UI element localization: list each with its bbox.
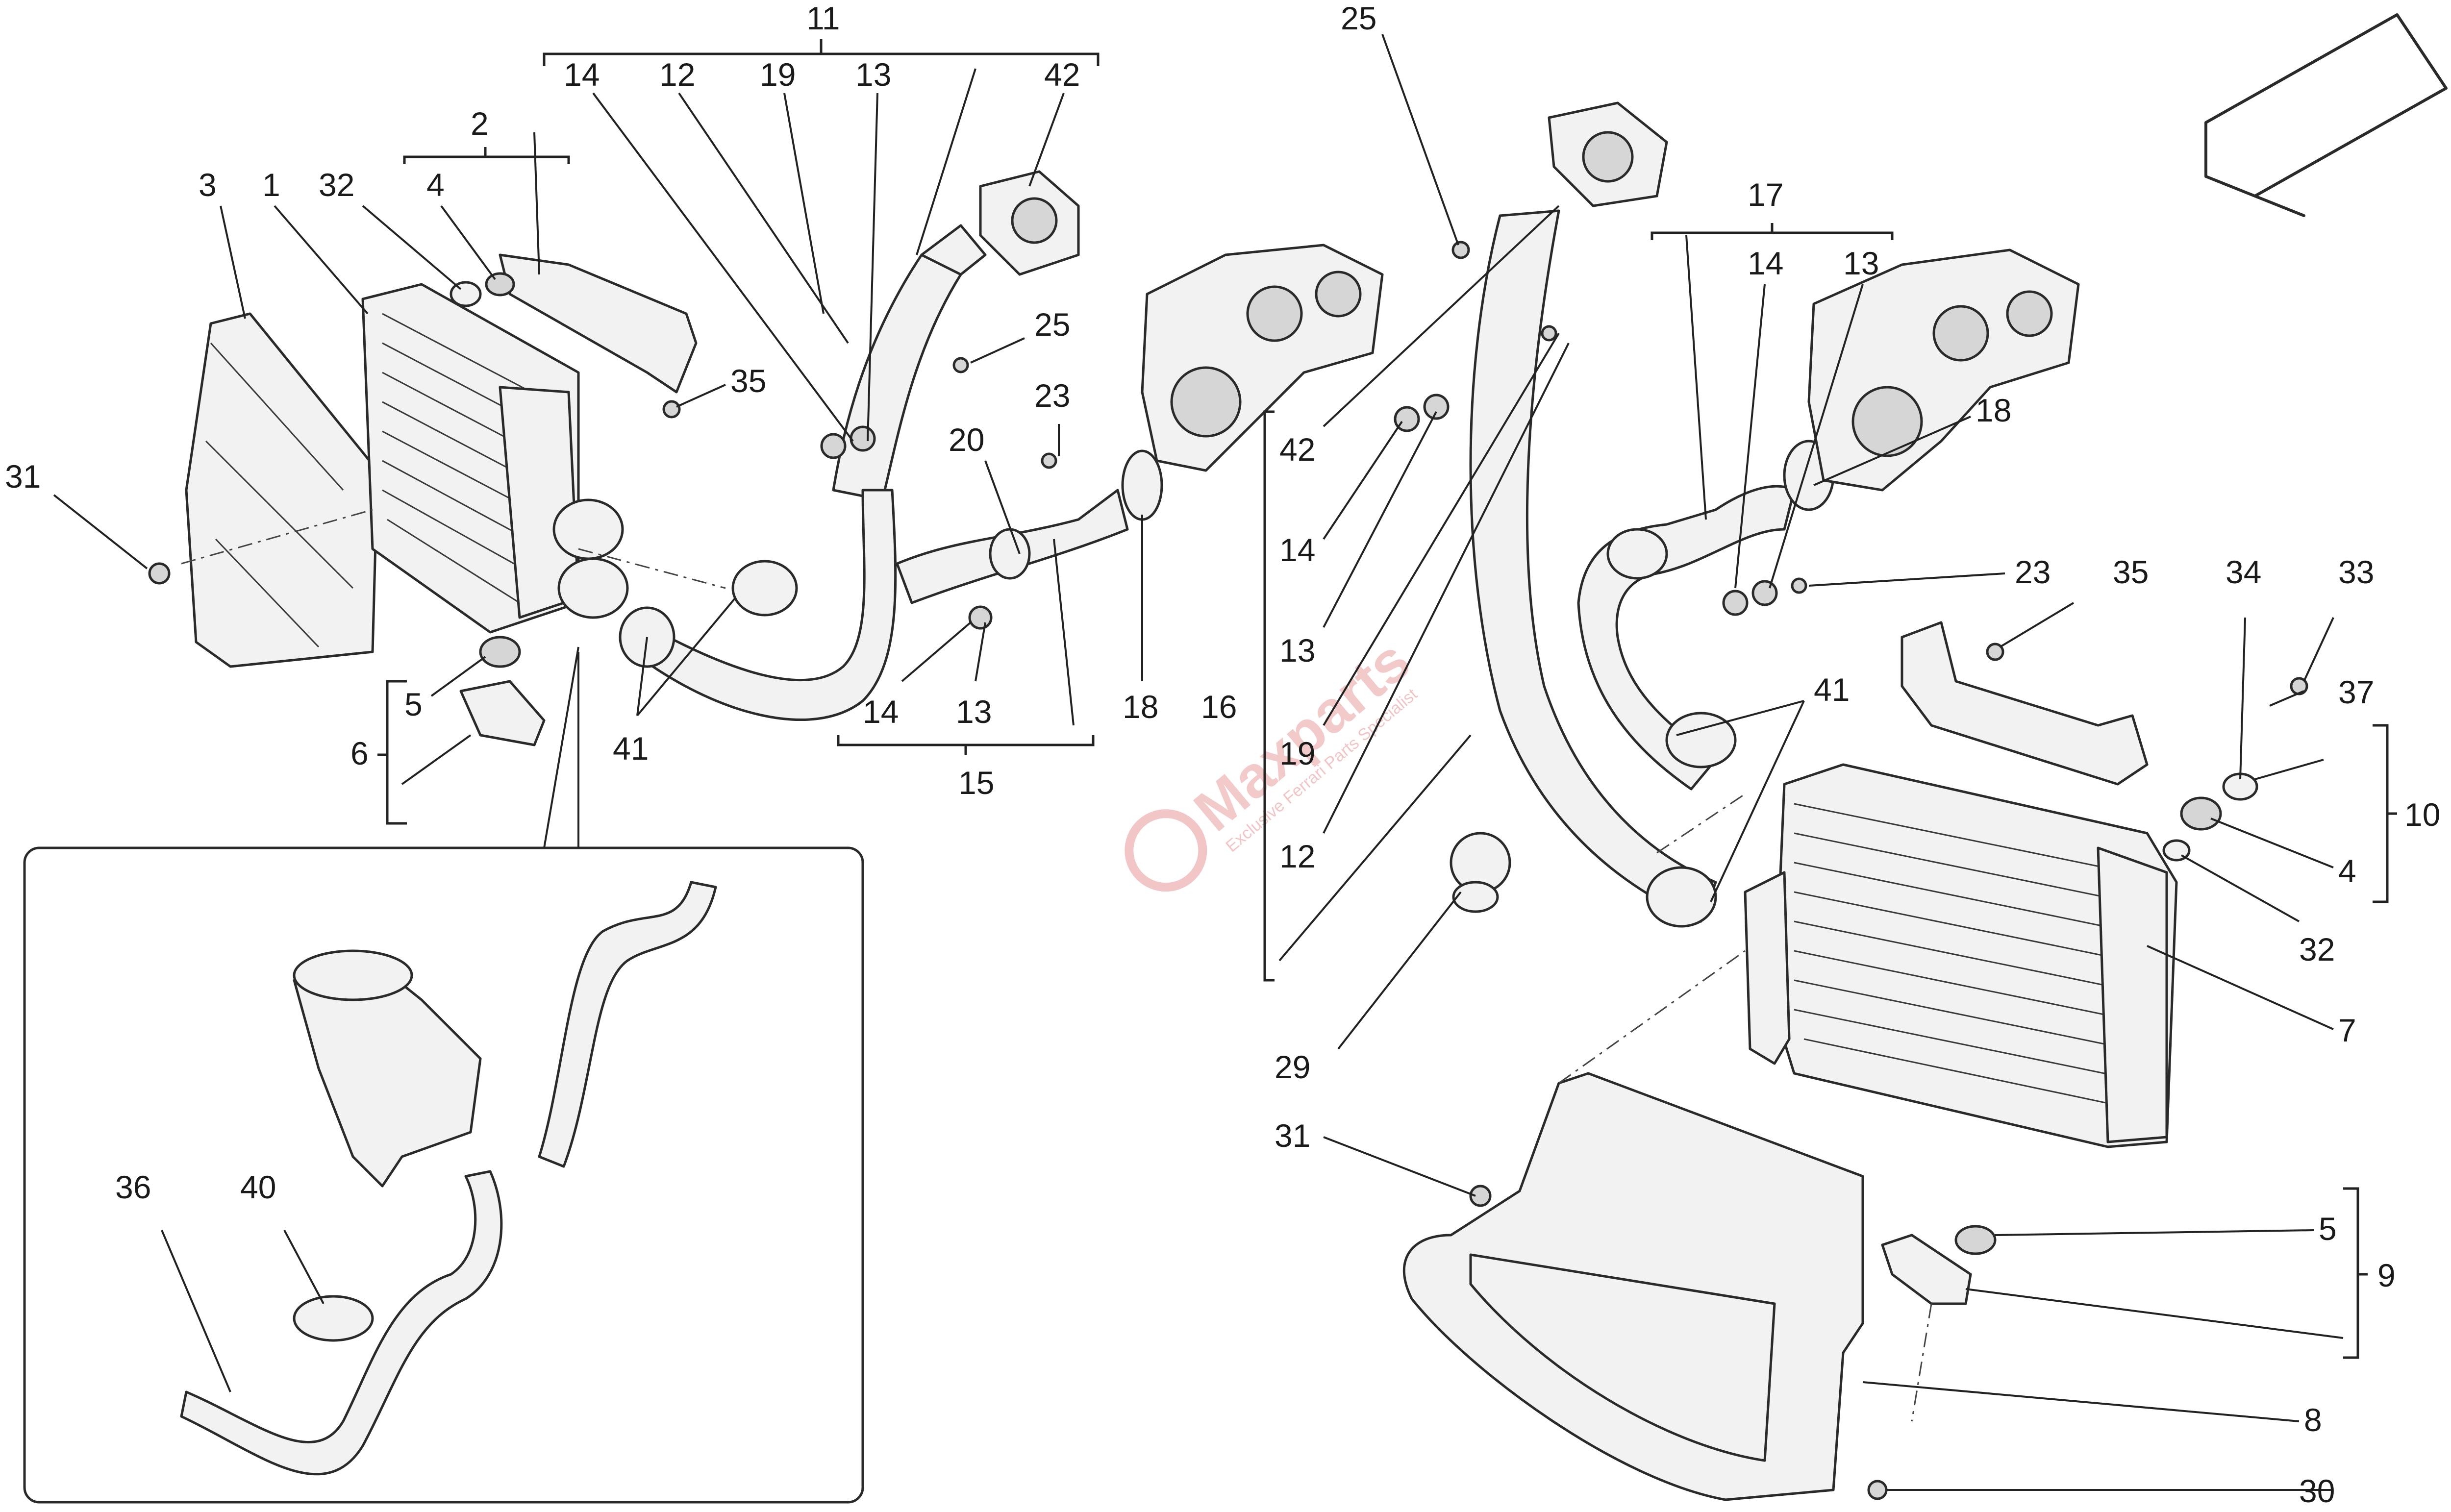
left-throttle-body (979, 170, 1080, 276)
callout-10: 10 (2404, 796, 2440, 833)
right-intercooler (1744, 763, 2178, 1148)
left-fasteners (148, 357, 1057, 630)
left-upper-bracket (499, 253, 698, 394)
callout-32: 32 (319, 167, 354, 203)
left-air-duct-shroud (185, 312, 379, 668)
callout-18: 18 (1976, 392, 2011, 428)
left-cross-pipe (896, 489, 1129, 604)
callout-31: 31 (1275, 1117, 1310, 1154)
callout-numbers: 11 14 12 19 13 42 2 3 1 32 4 25 35 31 23… (5, 0, 2440, 1509)
callout-15: 15 (958, 765, 994, 801)
arrow-down-left-icon (2204, 13, 2448, 217)
leader-lines (53, 34, 2344, 1491)
callout-35: 35 (730, 363, 766, 399)
right-long-boost-pipe (1469, 209, 1717, 928)
group-braces (377, 39, 2397, 1359)
right-fasteners (1394, 241, 2308, 1500)
left-lower-boost-pipe (619, 489, 897, 721)
callout-14: 14 (863, 694, 899, 730)
left-grommet-set (450, 272, 515, 307)
callout-18: 18 (1123, 689, 1158, 725)
callout-36: 36 (115, 1169, 151, 1205)
right-lower-bracket (1881, 1225, 1997, 1305)
callout-17: 17 (1748, 176, 1783, 213)
callout-12: 12 (659, 56, 695, 93)
callout-20: 20 (949, 421, 984, 458)
right-short-boost-pipe (1577, 485, 1796, 791)
callout-11: 11 (806, 0, 840, 36)
callout-25: 25 (1034, 306, 1070, 343)
callout-41: 41 (613, 730, 649, 767)
callout-40: 40 (240, 1169, 276, 1205)
right-upper-bracket (1901, 621, 2258, 862)
callout-29: 29 (1275, 1049, 1310, 1085)
callout-32: 32 (2299, 931, 2335, 967)
callout-14: 14 (1279, 532, 1315, 568)
callout-7: 7 (2338, 1012, 2356, 1048)
left-intercooler-outlets (552, 498, 629, 619)
right-throttle-body (1548, 101, 1668, 207)
callout-5: 5 (2319, 1211, 2337, 1247)
callout-23: 23 (1034, 377, 1070, 414)
callout-31: 31 (5, 458, 41, 495)
callout-37: 37 (2338, 674, 2374, 710)
right-air-duct-shroud (1402, 1072, 1864, 1501)
callout-42: 42 (1044, 56, 1080, 93)
callout-34: 34 (2226, 554, 2261, 590)
callout-6: 6 (350, 735, 369, 771)
callout-19: 19 (760, 56, 796, 93)
left-intercooler (361, 283, 580, 634)
alignment-lines (181, 509, 1932, 1422)
callout-25: 25 (1341, 0, 1376, 36)
right-turbocharger-manifold (1807, 248, 2080, 492)
callout-5: 5 (404, 686, 423, 722)
hose-clamp-29 (1450, 832, 1511, 913)
callout-2: 2 (471, 105, 489, 142)
callout-8: 8 (2304, 1402, 2322, 1438)
callout-19: 19 (1279, 735, 1315, 771)
callout-14: 14 (1748, 245, 1783, 281)
callout-41: 41 (1814, 671, 1850, 708)
callout-35: 35 (2113, 554, 2149, 590)
brake-disc-logo-icon (1125, 809, 1207, 892)
callout-30: 30 (2299, 1473, 2335, 1509)
callout-23: 23 (2015, 554, 2051, 590)
callout-13: 13 (1279, 632, 1315, 669)
left-lower-bracket (459, 636, 546, 746)
callout-9: 9 (2377, 1257, 2396, 1293)
inset-panel (23, 646, 864, 1504)
maxparts-watermark: Maxparts Exclusive Ferrari Parts Special… (1125, 627, 1422, 892)
callout-4: 4 (426, 167, 445, 203)
callout-16: 16 (1201, 689, 1237, 725)
callout-42: 42 (1279, 431, 1315, 468)
callout-13: 13 (855, 56, 891, 93)
callout-33: 33 (2338, 554, 2374, 590)
callout-1: 1 (262, 167, 280, 203)
left-turbocharger-manifold (1141, 244, 1384, 472)
callout-14: 14 (564, 56, 600, 93)
callout-13: 13 (1843, 245, 1879, 281)
callout-4: 4 (2338, 853, 2356, 889)
callout-13: 13 (956, 694, 992, 730)
callout-3: 3 (199, 167, 217, 203)
callout-12: 12 (1279, 838, 1315, 874)
